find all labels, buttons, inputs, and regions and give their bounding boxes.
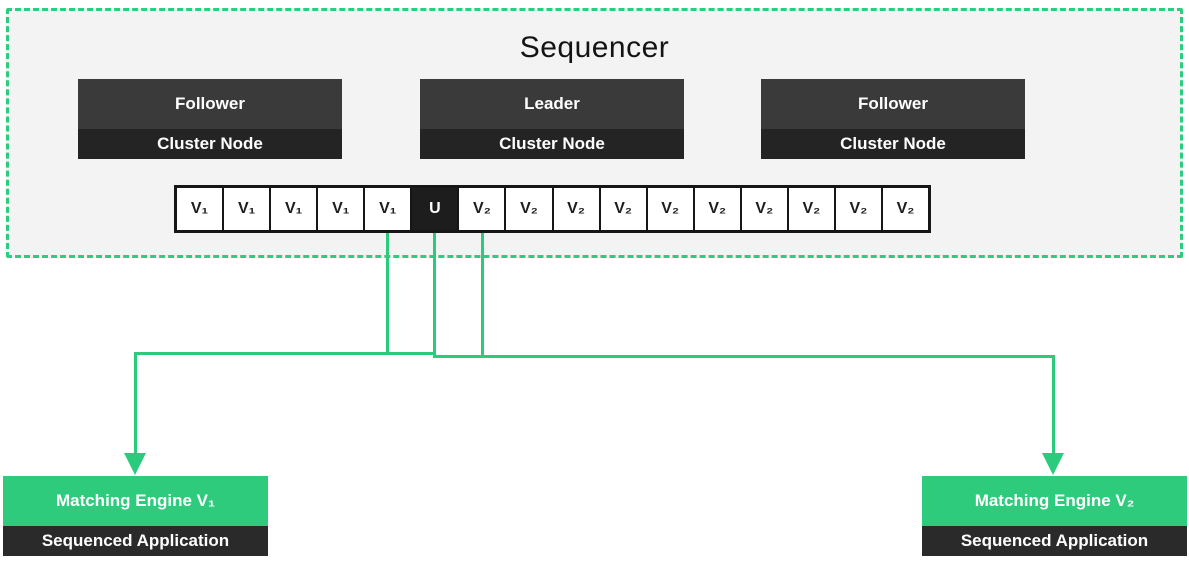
log-cell: V₁ — [177, 188, 225, 230]
flow-line-left-vert — [134, 352, 137, 454]
log-cell: V₂ — [694, 188, 742, 230]
node-role-label: Leader — [420, 79, 684, 129]
log-cell: V₂ — [788, 188, 836, 230]
node-type-label: Cluster Node — [761, 129, 1025, 159]
node-type-label: Cluster Node — [78, 129, 342, 159]
engine-subtitle: Sequenced Application — [922, 526, 1187, 556]
flow-line-right-vert — [1052, 355, 1055, 454]
cluster-node-leader: Leader Cluster Node — [420, 79, 684, 159]
log-cell: V₂ — [600, 188, 648, 230]
node-type-label: Cluster Node — [420, 129, 684, 159]
log-cell: V₂ — [741, 188, 789, 230]
flow-line-v1-drop — [386, 233, 389, 354]
log-cell: V₁ — [224, 188, 272, 230]
log-cell: V₂ — [835, 188, 883, 230]
flow-line-v2-drop — [481, 233, 484, 357]
arrow-down-left-icon — [124, 453, 146, 475]
log-cell: V₂ — [553, 188, 601, 230]
engine-subtitle: Sequenced Application — [3, 526, 268, 556]
log-cell: V₁ — [318, 188, 366, 230]
node-role-label: Follower — [78, 79, 342, 129]
log-cell-upgrade: U — [412, 188, 460, 230]
matching-engine-v2-box: Matching Engine V₂ Sequenced Application — [922, 476, 1187, 556]
flow-line-u-drop — [433, 233, 436, 357]
sequencer-title: Sequencer — [519, 31, 670, 64]
log-cell: V₂ — [506, 188, 554, 230]
log-cell: V₂ — [647, 188, 695, 230]
engine-title: Matching Engine V₁ — [3, 476, 268, 526]
node-role-label: Follower — [761, 79, 1025, 129]
cluster-node-follower-1: Follower Cluster Node — [78, 79, 342, 159]
log-cell: V₂ — [459, 188, 507, 230]
log-cell-row: V₁ V₁ V₁ V₁ V₁ U V₂ V₂ V₂ V₂ V₂ V₂ V₂ V₂… — [174, 185, 931, 233]
cluster-node-follower-2: Follower Cluster Node — [761, 79, 1025, 159]
arrow-down-right-icon — [1042, 453, 1064, 475]
log-cell: V₁ — [271, 188, 319, 230]
log-cell: V₂ — [882, 188, 928, 230]
flow-line-right-horiz — [433, 355, 1055, 358]
matching-engine-v1-box: Matching Engine V₁ Sequenced Application — [3, 476, 268, 556]
log-cell: V₁ — [365, 188, 413, 230]
engine-title: Matching Engine V₂ — [922, 476, 1187, 526]
flow-line-left-horiz — [134, 352, 436, 355]
